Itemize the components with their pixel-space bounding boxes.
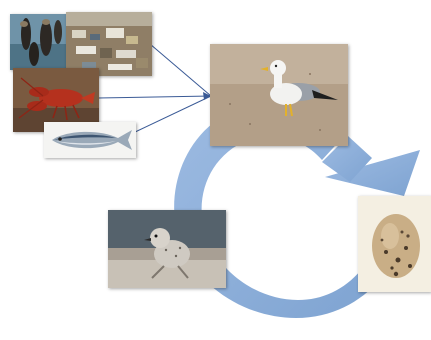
connector-line: [98, 96, 211, 98]
mussels-photo: [10, 14, 70, 70]
chick-photo: [108, 210, 226, 288]
fish-icon: [44, 122, 136, 158]
sardine-photo: [44, 122, 136, 158]
mussels-icon: [10, 14, 70, 70]
garbage-photo: [66, 12, 152, 76]
gull-chick-icon: [108, 210, 226, 288]
garbage-icon: [66, 12, 152, 76]
egg-photo: [358, 196, 431, 292]
adult-gull-photo: [210, 44, 348, 146]
connector-line: [133, 96, 211, 133]
gull-adult-icon: [210, 44, 348, 146]
connector-line: [150, 44, 211, 96]
egg-icon: [358, 196, 431, 292]
